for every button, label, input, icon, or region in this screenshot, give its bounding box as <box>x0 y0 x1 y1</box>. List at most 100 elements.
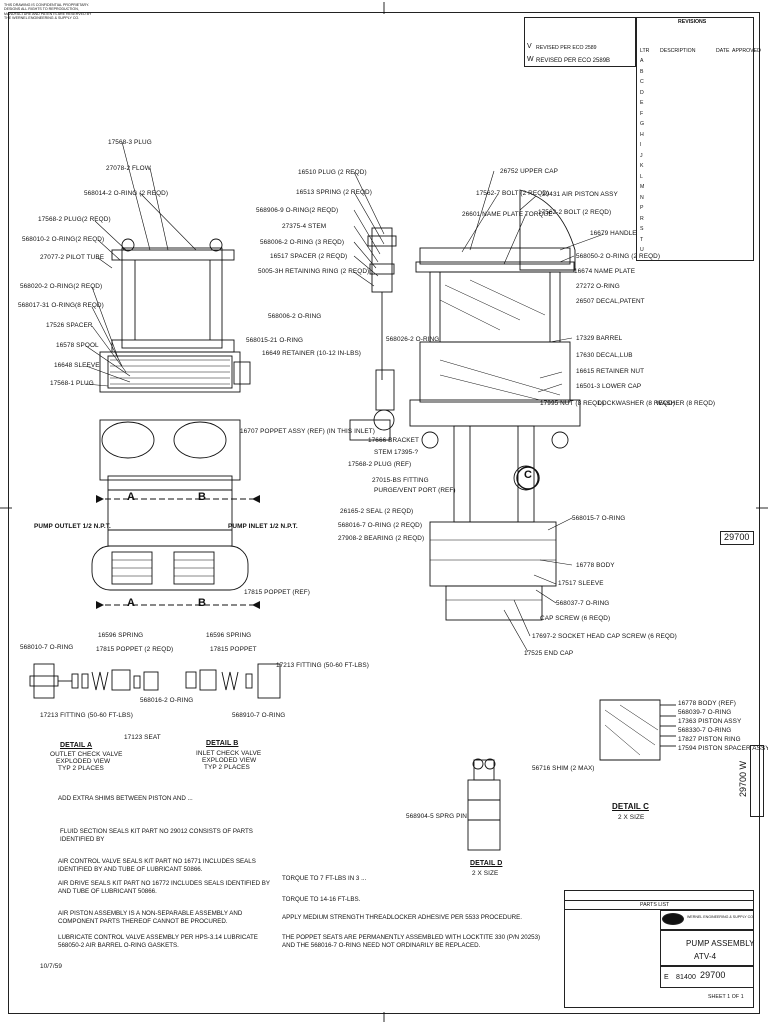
callout-left-0: 17568-3 PLUG <box>108 139 152 146</box>
callout-center-12: 17666 BRACKET <box>368 437 420 444</box>
callout-center-13: STEM 17395-? <box>374 449 419 456</box>
callout-center-6: 5005-3H RETAINING RING (2 REQD) <box>258 268 370 275</box>
callout-right-22: 17697-2 SOCKET HEAD CAP SCREW (6 REQD) <box>532 633 677 640</box>
revision-letter-15: R <box>640 215 644 222</box>
note-right-3: THE POPPET SEATS ARE PERMANENTLY ASSEMBL… <box>282 934 541 949</box>
callout-right-11: 17630 DECAL,LUB <box>576 352 633 359</box>
revisions-title: REVISIONS <box>678 19 707 25</box>
callout-center-0: 16510 PLUG (2 REQD) <box>298 169 367 176</box>
detail-b-sub2: TYP 2 PLACES <box>204 764 250 771</box>
callout-center-11: 568026-2 O-RING <box>386 336 440 343</box>
revision-row-v-letter: V <box>527 43 532 50</box>
drawing-sheet: SHEET 1 OF 1 <box>708 994 744 1000</box>
revision-letter-9: J <box>640 152 643 159</box>
callout-left-11: 17568-1 PLUG <box>50 380 94 387</box>
side-drawing-number: 29700 W <box>738 745 764 817</box>
callout-right-23: 17525 END CAP <box>524 650 574 657</box>
parts-list-label: PARTS LIST <box>640 902 670 908</box>
footer-id: 10/7/59 <box>40 963 63 970</box>
revision-letter-6: G <box>640 121 645 127</box>
revision-letter-7: H <box>640 131 644 138</box>
detail-d-part: 568904-5 SPRG PIN <box>406 813 468 820</box>
detail-c-part-1: 568039-7 O-RING <box>678 709 732 716</box>
detail-b-part-2: 17213 FITTING (50-60 FT-LBS) <box>276 662 370 669</box>
drawing-number-tag <box>720 531 754 545</box>
callout-left-9: 16578 SPOOL <box>56 342 99 349</box>
revisions-col-approved: APPROVED <box>732 48 761 54</box>
callout-center-5: 16517 SPACER (2 REQD) <box>270 253 348 260</box>
drawing-title-line2: ATV-4 <box>694 952 717 961</box>
section-marker-a-bottom: A <box>127 597 136 609</box>
drawing-size: E <box>664 974 669 981</box>
detail-a-label: DETAIL A <box>60 742 93 749</box>
drawing-number-tag-text: 29700 <box>724 532 750 542</box>
callout-center-17: 26165-2 SEAL (2 REQD) <box>340 508 414 515</box>
detail-a-sub2: TYP 2 PLACES <box>58 765 104 772</box>
section-marker-a-top: A <box>127 491 136 503</box>
revision-letter-14: P <box>640 205 644 211</box>
note-right-1: TORQUE TO 14-16 FT-LBS. <box>282 896 361 903</box>
detail-c-part-5: 17594 PISTON SPACER ASSY <box>678 745 768 752</box>
note-left-5: LUBRICATE CONTROL VALVE ASSEMBLY PER HPS… <box>58 934 258 949</box>
note-left-1: FLUID SECTION SEALS KIT PART NO 29012 CO… <box>60 828 253 843</box>
callout-left-7: 568017-31 O-RING(8 REQD) <box>18 302 104 309</box>
callout-left-2: 568014-2 O-RING (2 REQD) <box>84 190 169 197</box>
title-block-company-cell <box>660 910 754 930</box>
callout-right-1: 17562-7 BOLT (2 REQD) <box>476 190 550 197</box>
revision-letter-12: M <box>640 184 645 190</box>
note-left-0: ADD EXTRA SHIMS BETWEEN PISTON AND ... <box>58 795 193 802</box>
detail-a-part-0: 568010-7 O-RING <box>20 644 74 651</box>
detail-a-sub: EXPLODED VIEW <box>56 758 111 765</box>
callout-center-4: 568006-2 O-RING (3 REQD) <box>260 239 345 246</box>
callout-center-14: 17568-2 PLUG (REF) <box>348 461 412 468</box>
callout-left-1: 27078-2 FLOW <box>106 165 151 172</box>
detail-c-scale: 2 X SIZE <box>618 814 645 821</box>
side-drawing-number-text: 29700 W <box>738 760 749 798</box>
detail-a-part-3: 17213 FITTING (50-60 FT-LBS) <box>40 712 134 719</box>
revision-letter-10: K <box>640 163 644 169</box>
callout-center-15: 27015-BS FITTING <box>372 477 429 484</box>
note-left-3: AIR DRIVE SEALS KIT PART NO 16772 INCLUD… <box>58 880 270 895</box>
callout-center-9: 16649 RETAINER (10-12 IN-LBS) <box>262 350 362 357</box>
revision-letter-11: L <box>640 173 643 180</box>
dwg-number-cell <box>660 966 754 988</box>
callout-right-16: WASHER (8 REQD) <box>656 400 716 407</box>
callout-center-3: 27375-4 STEM <box>282 223 327 230</box>
revision-letter-5: F <box>640 110 644 117</box>
note-left-4: AIR PISTON ASSEMBLY IS A NON-SEPARABLE A… <box>58 910 243 925</box>
detail-a-title: OUTLET CHECK VALVE <box>50 751 123 758</box>
callout-right-13: 16501-3 LOWER CAP <box>576 383 642 390</box>
detail-b-part-1: 17815 POPPET <box>210 646 257 653</box>
detail-d-label: DETAIL D <box>470 860 503 867</box>
callout-right-19: 17517 SLEEVE <box>558 580 604 587</box>
drawing-title-line1: PUMP ASSEMBLY <box>686 939 755 948</box>
callout-left-8: 17526 SPACER <box>46 322 93 329</box>
callout-left-5: 27077-2 PILOT TUBE <box>40 254 105 261</box>
callout-right-18: 16778 BODY <box>576 562 615 569</box>
callout-center-2: 568906-9 O-RING(2 REQD) <box>256 207 339 214</box>
revision-letter-0: A <box>640 58 644 64</box>
detail-d-scale: 2 X SIZE <box>472 870 499 877</box>
callout-left-6: 568020-2 O-RING(2 REQD) <box>20 283 103 290</box>
callout-center-8: 568015-21 O-RING <box>246 337 304 344</box>
title-cell <box>660 930 754 966</box>
callout-center-19: 27908-2 BEARING (2 REQD) <box>338 535 425 542</box>
revision-row-v-desc: REVISED PER ECO 2589 <box>536 45 597 51</box>
callout-right-3: 26601 NAME PLATE TORQUE <box>462 211 553 218</box>
callout-right-14: 17995 NUT (8 REQD) <box>540 400 605 407</box>
detail-b-part-0: 16596 SPRING <box>206 632 252 639</box>
callout-right-6: 568050-2 O-RING (2 REQD) <box>576 253 661 260</box>
callout-right-7: 16674 NAME PLATE <box>574 268 636 275</box>
revision-letter-2: C <box>640 79 644 85</box>
detail-c-label: DETAIL C <box>612 802 649 811</box>
detail-b-sub: EXPLODED VIEW <box>202 757 257 764</box>
callout-center-18: 568016-7 O-RING (2 REQD) <box>338 522 423 529</box>
callout-left-4: 568010-2 O-RING(2 REQD) <box>22 236 105 243</box>
callout-right-12: 16615 RETAINER NUT <box>576 368 645 375</box>
detail-c-part-2: 17363 PISTON ASSY <box>678 718 742 725</box>
callout-right-5: 16679 HANDLE <box>590 230 637 237</box>
detail-a-part-2: 17815 POPPET (2 REQD) <box>96 646 174 653</box>
company-logo <box>662 913 684 925</box>
callout-center-10: 16707 POPPET ASSY (REF) (IN THIS INLET) <box>240 428 375 435</box>
